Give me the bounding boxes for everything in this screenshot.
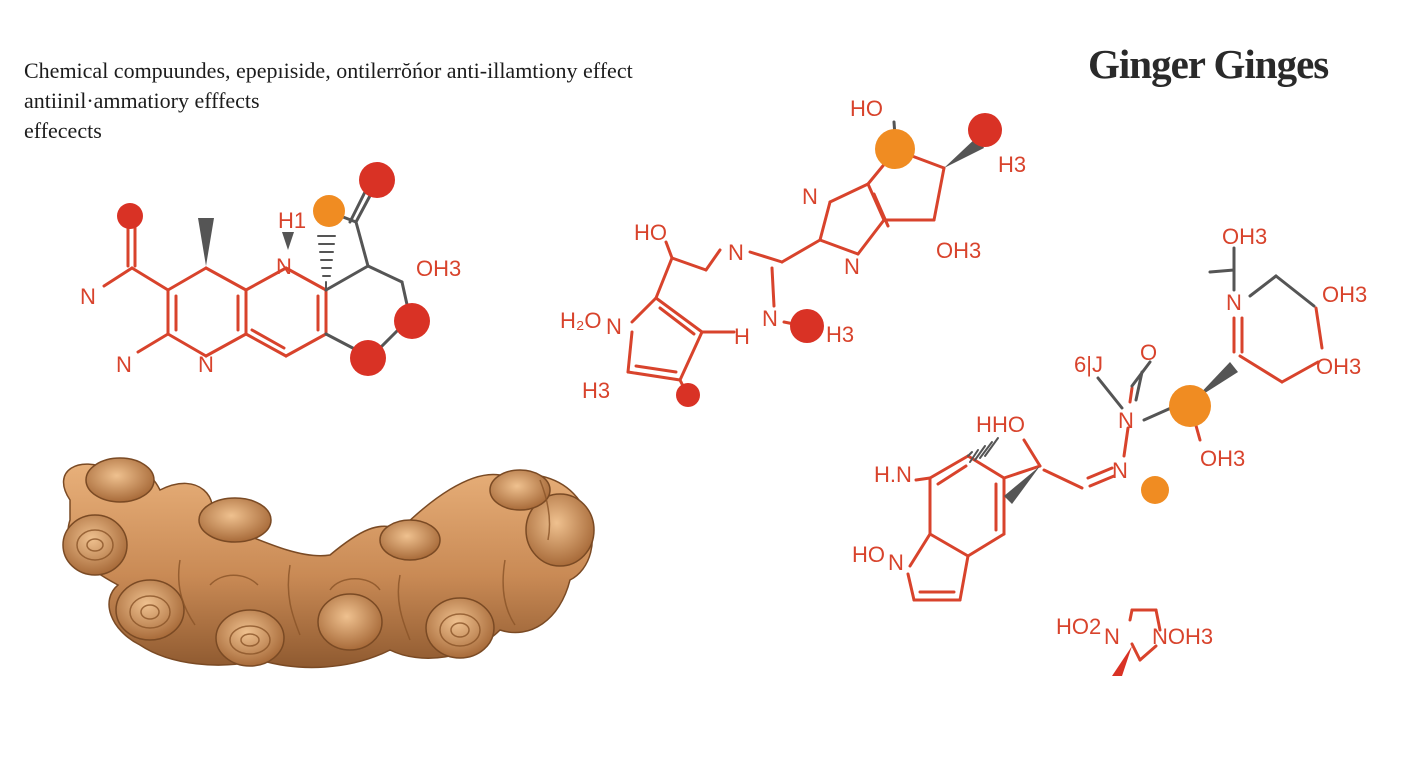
- m3-label-oh3-bottom: OH3: [1200, 446, 1245, 471]
- m2-label-h3-mid: H3: [826, 322, 854, 347]
- m2-label-h-mid: H: [734, 324, 750, 349]
- caption-line-2: antiinil·ammatiory efffects: [24, 88, 260, 113]
- m2-label-n-mid: N: [762, 306, 778, 331]
- m3-label-n-lower: N: [1112, 458, 1128, 483]
- m1-label-n-bottom-left: N: [116, 352, 132, 377]
- ginger-root-illustration: [62, 457, 595, 669]
- molecule-1: [102, 162, 430, 376]
- m3-label-h-prefix: H: [976, 412, 992, 437]
- m3-label-o-mid: O: [1140, 340, 1157, 365]
- m2-label-n-chain: N: [728, 240, 744, 265]
- caption: Chemical compuundes, epepıiside, ontiler…: [24, 56, 633, 146]
- m3-label-ho-small: HO: [992, 412, 1025, 437]
- m1-label-h1: H1: [278, 208, 306, 233]
- m3-label-n-indole: N: [888, 550, 904, 575]
- page-title: Ginger Ginges: [1088, 41, 1329, 87]
- m4-label-noh3: NOH3: [1152, 624, 1213, 649]
- m3-label-n-top: N: [1226, 290, 1242, 315]
- m1-label-n-bottom: N: [198, 352, 214, 377]
- m2-label-n-ring-left: N: [802, 184, 818, 209]
- m3-label-oh3-right: OH3: [1322, 282, 1367, 307]
- m2-label-n-ring-bottom: N: [844, 254, 860, 279]
- m2-label-h3-top: H3: [998, 152, 1026, 177]
- m2-label-ho-top: HO: [850, 96, 883, 121]
- caption-line-3: effecects: [24, 118, 102, 143]
- m2-label-n-pyrrole: N: [606, 314, 622, 339]
- m3-label-oh3-top: OH3: [1222, 224, 1267, 249]
- m2-label-h3-bottom: H3: [582, 378, 610, 403]
- m1-label-n-top: N: [276, 254, 292, 279]
- m3-label-oh3-right2: OH3: [1316, 354, 1361, 379]
- m1-label-oh3: OH3: [416, 256, 461, 281]
- m2-label-ho-left: HO: [634, 220, 667, 245]
- m4-label-n-left: N: [1104, 624, 1120, 649]
- m3-label-n-mid: N: [1118, 408, 1134, 433]
- m2-label-oh3: OH3: [936, 238, 981, 263]
- m3-label-ho-left: HO: [852, 542, 885, 567]
- molecule-4: [1112, 608, 1162, 676]
- caption-line-1: Chemical compuundes, epepıiside, ontiler…: [24, 58, 633, 83]
- m2-label-h2o: H₂O: [560, 308, 602, 333]
- molecule-2: [626, 113, 1002, 407]
- molecule-3: [906, 246, 1324, 602]
- m3-label-hn: H.N: [874, 462, 912, 487]
- m1-label-n-left: N: [80, 284, 96, 309]
- m3-label-six: 6|J: [1074, 352, 1103, 377]
- m4-label-ho2: HO2: [1056, 614, 1101, 639]
